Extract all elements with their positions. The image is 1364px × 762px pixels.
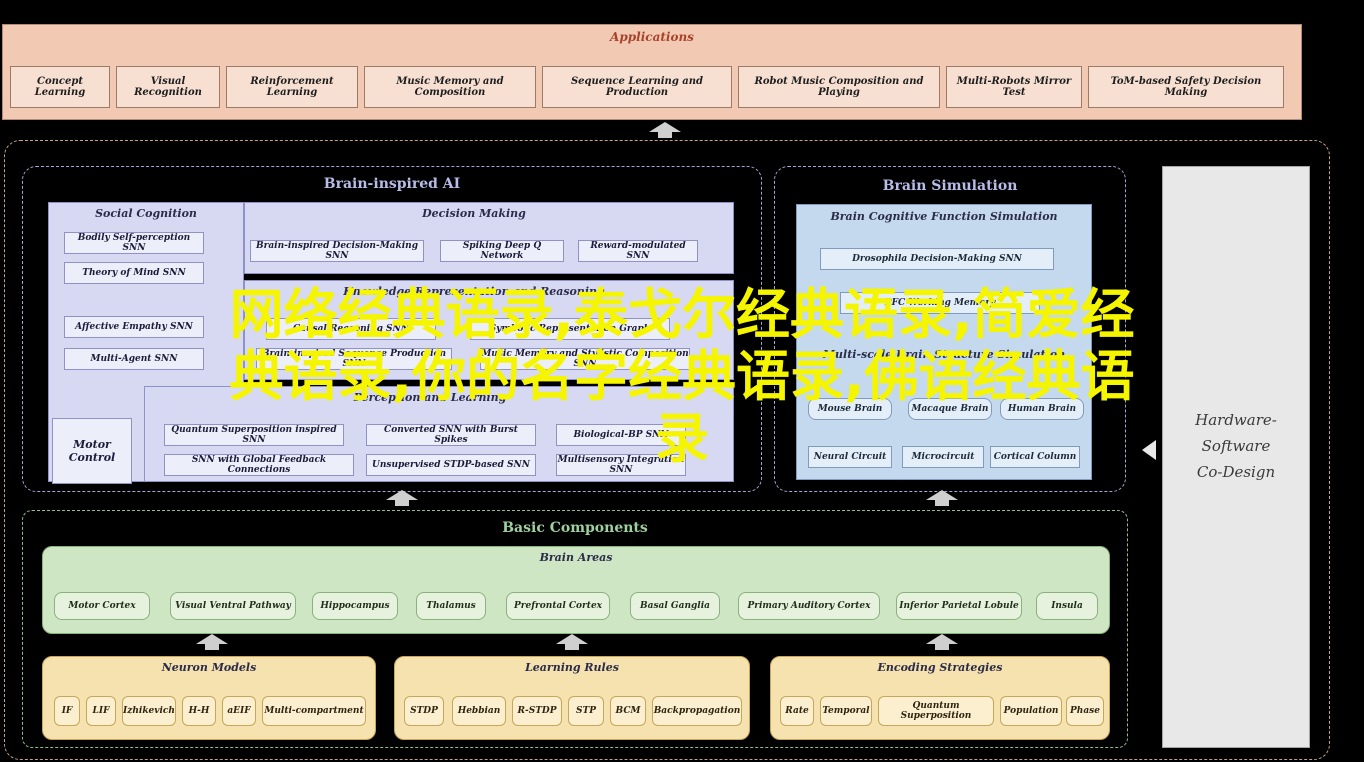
learning-rule-item: Hebbian (452, 696, 506, 726)
learning-rule-item: Backpropagation (652, 696, 742, 726)
neuron-models-title: Neuron Models (161, 660, 257, 674)
app-music-memory: Music Memory and Composition (364, 66, 536, 108)
arrow-up-icon (196, 634, 228, 650)
codesign-line1: Hardware- (1195, 411, 1277, 429)
codesign-panel (1162, 166, 1310, 748)
framework-frame (4, 140, 1330, 760)
perception-item: Quantum Superposition inspired SNN (164, 424, 344, 446)
app-multi-robots: Multi-Robots Mirror Test (946, 66, 1082, 108)
encoding-item: Quantum Superposition (878, 696, 994, 726)
brain-area-item: Visual Ventral Pathway (170, 592, 296, 620)
neuron-model-item: H-H (182, 696, 216, 726)
arrow-up-icon (649, 122, 681, 138)
brain-item: Macaque Brain (908, 398, 992, 420)
perception-item: Biological-BP SNN (556, 424, 686, 446)
social-item: Affective Empathy SNN (64, 316, 204, 338)
codesign-line2: Software (1201, 437, 1271, 455)
knowledge-item: Brain-inspired Sequence Production SNN (256, 348, 452, 370)
brain-area-item: Motor Cortex (54, 592, 150, 620)
app-reinforcement-learning: Reinforcement Learning (226, 66, 358, 108)
brain-item: Human Brain (1000, 398, 1084, 420)
multiscale-title: Multi-scale Brain Structure Simulation (822, 347, 1066, 361)
encoding-item: Phase (1066, 696, 1104, 726)
knowledge-item: Symbolic Representation Graph (470, 318, 670, 340)
knowledge-item: Causal Reasoning SNN (266, 318, 436, 340)
encoding-item: Rate (780, 696, 814, 726)
brain-sim-title: Brain Simulation (882, 178, 1018, 194)
perception-item: Converted SNN with Burst Spikes (366, 424, 536, 446)
learning-rule-item: STP (568, 696, 604, 726)
brain-item: Mouse Brain (808, 398, 892, 420)
brain-area-item: Inferior Parietal Lobule (896, 592, 1022, 620)
decision-making-box (244, 202, 734, 274)
overlay-line1: 网络经典语录,泰戈尔经典语录,简爱经 (229, 283, 1135, 346)
learning-rule-item: BCM (610, 696, 646, 726)
arrow-up-icon (556, 634, 588, 650)
encoding-item: Population (1000, 696, 1062, 726)
app-robot-music: Robot Music Composition and Playing (738, 66, 940, 108)
neuron-model-item: aEIF (222, 696, 256, 726)
cognitive-sim-title: Brain Cognitive Function Simulation (830, 209, 1058, 223)
neuron-model-item: LIF (86, 696, 116, 726)
decision-item: Brain-inspired Decision-Making SNN (250, 240, 424, 262)
brain-ai-title: Brain-inspired AI (323, 176, 461, 192)
motor-control-box: Motor Control (52, 418, 132, 484)
learning-rules-title: Learning Rules (525, 660, 619, 674)
brain-areas-title: Brain Areas (539, 550, 613, 564)
app-concept-learning: Concept Learning (10, 66, 110, 108)
brain-area-item: Thalamus (416, 592, 486, 620)
decision-item: Spiking Deep Q Network (440, 240, 564, 262)
arrow-up-icon (926, 634, 958, 650)
arrow-left-icon (1142, 440, 1156, 460)
overlay-line3: 录 (655, 407, 709, 470)
perception-item: Multisensory Integration SNN (556, 454, 686, 476)
basic-components-title: Basic Components (502, 520, 648, 536)
learning-rule-item: R-STDP (512, 696, 562, 726)
cognitive-item: Drosophila Decision-Making SNN (820, 248, 1054, 270)
app-sequence-learning: Sequence Learning and Production (542, 66, 732, 108)
arrow-up-icon (386, 490, 418, 506)
social-cognition-title: Social Cognition (95, 206, 197, 220)
perception-title: Perception and Learning (353, 390, 507, 404)
cognitive-item: PFC Working Memory (840, 292, 1040, 314)
app-tom-safety: ToM-based Safety Decision Making (1088, 66, 1284, 108)
encoding-title: Encoding Strategies (877, 660, 1003, 674)
app-visual-recognition: Visual Recognition (116, 66, 220, 108)
structure-item: Microcircuit (902, 446, 984, 468)
structure-item: Neural Circuit (808, 446, 892, 468)
social-item: Theory of Mind SNN (64, 262, 204, 284)
knowledge-title: Knowledge Representation and Reasoning (343, 284, 605, 298)
neuron-model-item: Izhikevich (122, 696, 176, 726)
brain-area-item: Primary Auditory Cortex (738, 592, 880, 620)
overlay-caption: 网络经典语录,泰戈尔经典语录,简爱经 典语录,你的名字经典语录,佛语经典语 录 (0, 284, 1364, 524)
social-item: Bodily Self-perception SNN (64, 232, 204, 254)
codesign-label: Hardware- Software Co-Design (1162, 396, 1310, 496)
brain-area-item: Hippocampus (312, 592, 398, 620)
knowledge-item: Music Memory and Stylistic Composition S… (480, 348, 690, 370)
brain-area-item: Prefrontal Cortex (506, 592, 610, 620)
basic-components-frame (22, 510, 1128, 748)
applications-title: Applications (610, 30, 694, 44)
perception-item: Unsupervised STDP-based SNN (366, 454, 536, 476)
brain-area-item: Insula (1036, 592, 1098, 620)
neuron-model-item: IF (54, 696, 80, 726)
structure-item: Cortical Column (990, 446, 1080, 468)
decision-making-title: Decision Making (422, 206, 526, 220)
codesign-line3: Co-Design (1196, 463, 1276, 481)
encoding-item: Temporal (820, 696, 872, 726)
brain-area-item: Basal Ganglia (630, 592, 720, 620)
arrow-up-icon (926, 490, 958, 506)
decision-item: Reward-modulated SNN (578, 240, 698, 262)
overlay-line2: 典语录,你的名字经典语录,佛语经典语 (229, 345, 1135, 408)
perception-item: SNN with Global Feedback Connections (164, 454, 354, 476)
social-item: Multi-Agent SNN (64, 348, 204, 370)
neuron-model-item: Multi-compartment (262, 696, 366, 726)
learning-rule-item: STDP (404, 696, 444, 726)
